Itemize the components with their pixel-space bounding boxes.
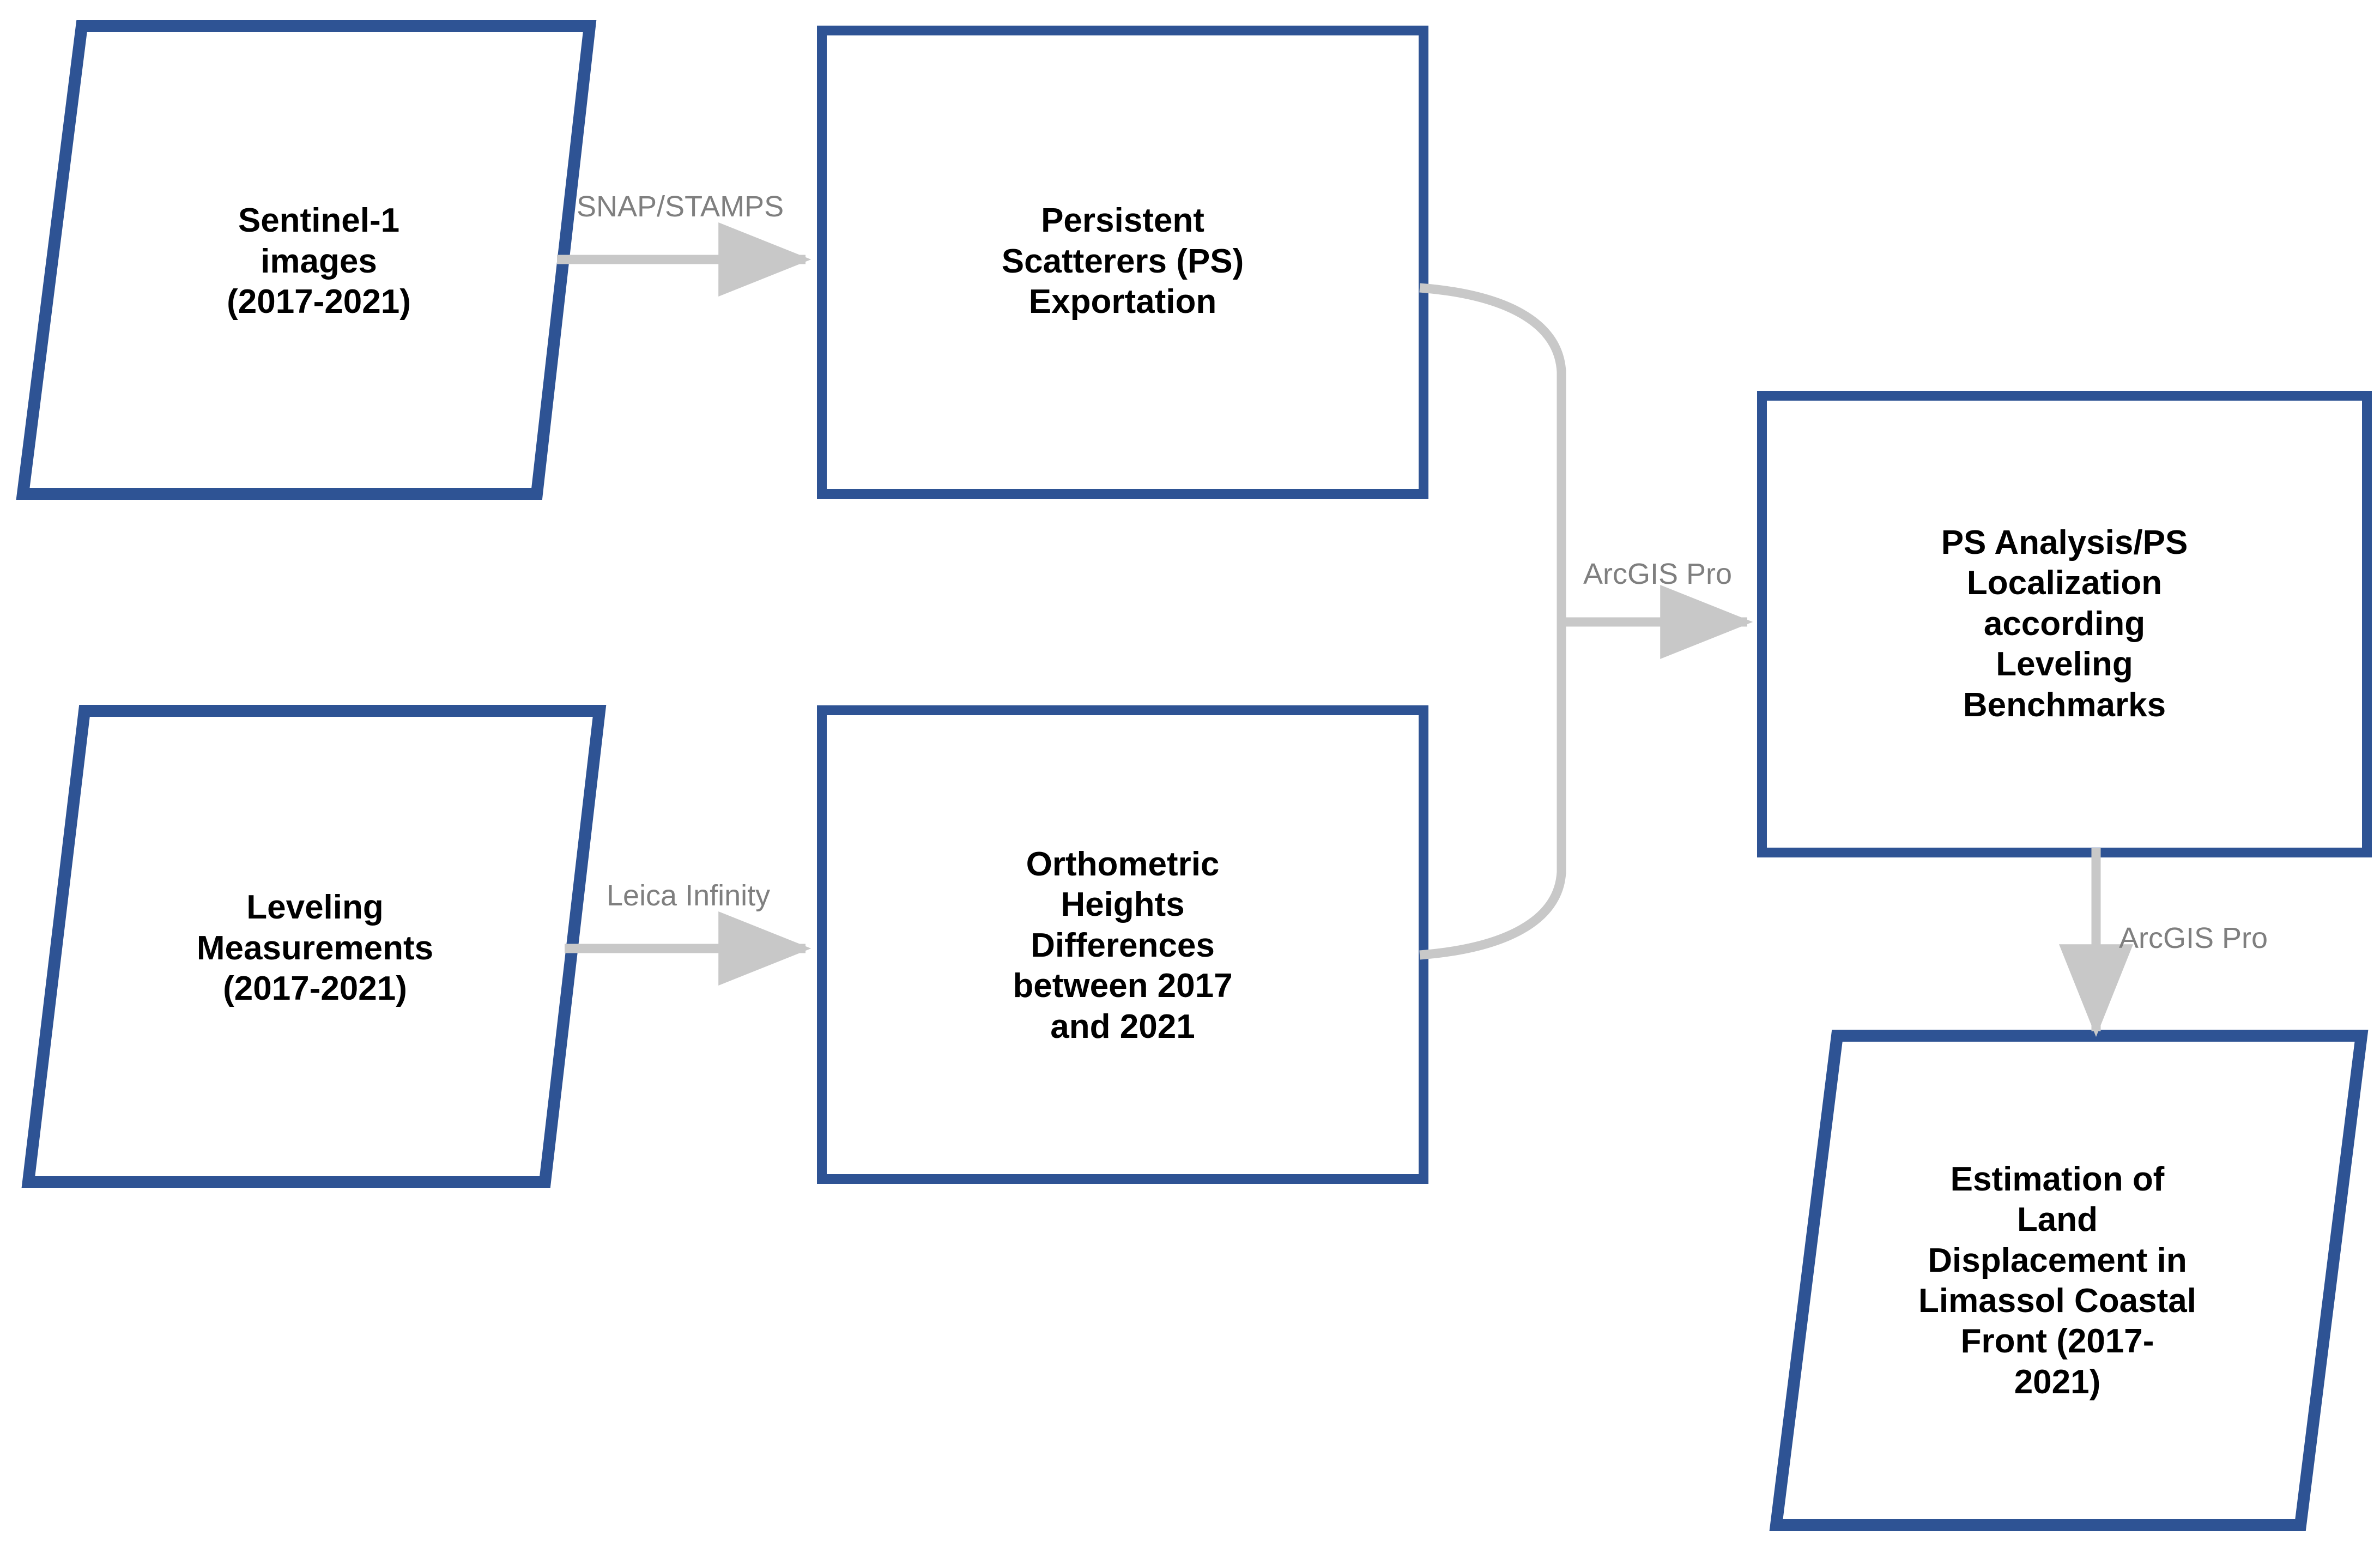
node-land-displacement-shape[interactable] <box>1769 1030 2369 1531</box>
node-ps-exportation-shape[interactable] <box>817 26 1428 499</box>
node-ps-analysis-shape[interactable] <box>1757 391 2372 857</box>
node-orthometric-heights-shape[interactable] <box>817 705 1428 1184</box>
edge-merge-from-ps-exportation <box>1419 283 1566 372</box>
edge-merge-from-orthometric-heights <box>1419 872 1566 960</box>
node-leveling-measurements-shape[interactable] <box>21 705 607 1188</box>
node-sentinel-images-shape[interactable] <box>16 20 597 500</box>
